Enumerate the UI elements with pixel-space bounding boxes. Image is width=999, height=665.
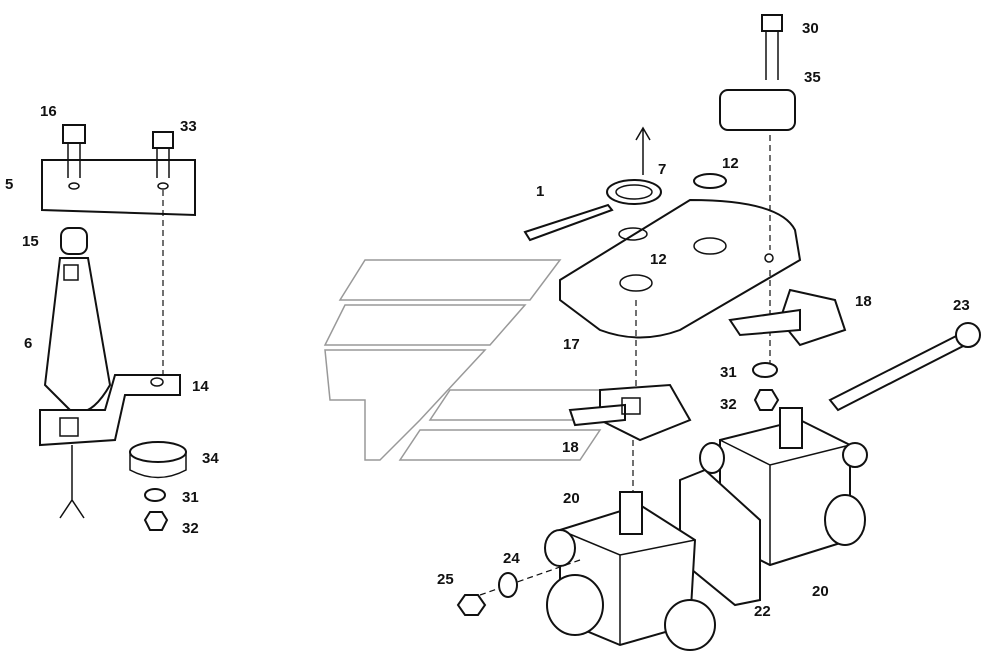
bracket-plate-5 xyxy=(41,159,196,217)
label-7: 7 xyxy=(658,161,666,178)
label-32-left: 32 xyxy=(182,520,199,537)
left-lever-assembly xyxy=(39,124,196,531)
label-14: 14 xyxy=(192,378,209,395)
label-32-right: 32 xyxy=(720,396,737,413)
label-30: 30 xyxy=(802,20,819,37)
washer-34 xyxy=(129,441,187,463)
label-35: 35 xyxy=(804,69,821,86)
label-1: 1 xyxy=(536,183,544,200)
clamp-35 xyxy=(719,89,796,131)
spring-washer-31-right xyxy=(752,362,778,378)
label-17: 17 xyxy=(563,336,580,353)
label-16: 16 xyxy=(40,103,57,120)
label-31-left: 31 xyxy=(182,489,199,506)
label-24: 24 xyxy=(503,550,520,567)
spindle-left xyxy=(619,491,643,535)
bolt-30 xyxy=(761,14,783,32)
nut-32 xyxy=(143,511,169,531)
fitting-front xyxy=(664,599,716,651)
label-31-right: 31 xyxy=(720,364,737,381)
label-12-plate: 12 xyxy=(650,251,667,268)
part-labels: 16 33 5 15 6 14 34 31 32 1 7 12 12 30 35… xyxy=(5,20,970,620)
ring-12 xyxy=(693,173,727,189)
plate xyxy=(559,198,802,339)
nut-32-right xyxy=(753,389,780,411)
key-1 xyxy=(523,203,614,242)
spindle-right xyxy=(779,407,803,449)
label-5: 5 xyxy=(5,176,13,193)
bushing-15 xyxy=(60,227,88,255)
label-18-lower: 18 xyxy=(562,439,579,456)
label-22: 22 xyxy=(754,603,771,620)
label-25: 25 xyxy=(437,571,454,588)
label-20-right: 20 xyxy=(812,583,829,600)
label-34: 34 xyxy=(202,450,219,467)
label-23: 23 xyxy=(953,297,970,314)
lever-18-lower xyxy=(568,403,626,427)
label-15: 15 xyxy=(22,233,39,250)
spring-washer-31 xyxy=(144,488,166,502)
bolt-23 xyxy=(828,328,977,412)
fitting-right xyxy=(824,494,866,546)
fitting-left xyxy=(546,574,604,636)
washer-24 xyxy=(498,572,518,598)
bracket-14 xyxy=(39,374,181,447)
label-18-upper: 18 xyxy=(855,293,872,310)
bolt-head-16 xyxy=(62,124,86,144)
lever-6 xyxy=(43,257,112,414)
label-6: 6 xyxy=(24,335,32,352)
nut-25 xyxy=(456,594,487,616)
ring-7 xyxy=(606,179,662,205)
right-valve-assembly xyxy=(456,14,981,651)
bolt-head-33 xyxy=(152,131,174,149)
label-12-top: 12 xyxy=(722,155,739,172)
label-33: 33 xyxy=(180,118,197,135)
label-20-left: 20 xyxy=(563,490,580,507)
